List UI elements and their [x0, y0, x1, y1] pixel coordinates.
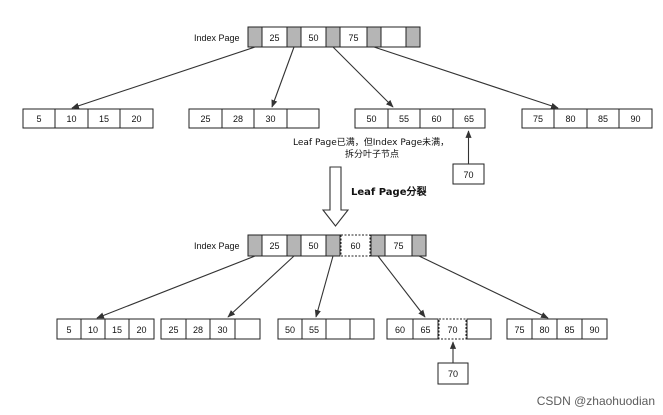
leaf-key: 15 — [99, 114, 109, 124]
leaf-cell — [581, 318, 608, 340]
index-pointer — [325, 234, 341, 257]
transition: Leaf Page分裂 — [321, 166, 426, 227]
leaf-cell — [466, 318, 492, 340]
index-pointer — [370, 234, 386, 257]
top-leaf-1: 5 10 15 20 — [22, 108, 154, 129]
top-index-page: Index Page 25 50 75 — [194, 26, 421, 48]
bottom-pointer-arrows — [96, 255, 549, 319]
index-key: 75 — [348, 33, 358, 43]
leaf-cell-inserted — [438, 318, 467, 340]
index-key-cell — [380, 26, 407, 48]
leaf-key: 25 — [168, 325, 178, 335]
bottom-leaf-4: 60 65 70 — [386, 318, 492, 340]
leaf-cell — [128, 318, 155, 340]
leaf-key: 10 — [66, 114, 76, 124]
leaf-key: 70 — [447, 325, 457, 335]
index-pointer — [247, 26, 263, 48]
leaf-key: 60 — [395, 325, 405, 335]
leaf-cell — [119, 108, 154, 129]
leaf-key: 55 — [399, 114, 409, 124]
pointer-arrow — [332, 46, 394, 108]
new-key-value: 70 — [463, 170, 473, 180]
index-key: 25 — [269, 241, 279, 251]
top-new-key: 70 — [452, 130, 485, 185]
bottom-leaf-2: 25 28 30 — [160, 318, 261, 340]
leaf-key: 80 — [539, 325, 549, 335]
split-note-line-2: 拆分叶子节点 — [345, 148, 399, 160]
leaf-cell — [234, 318, 261, 340]
leaf-key: 50 — [366, 114, 376, 124]
pointer-arrow — [96, 255, 256, 319]
leaf-key: 55 — [309, 325, 319, 335]
index-pointer — [366, 26, 382, 48]
index-key: 60 — [350, 241, 360, 251]
transition-label: Leaf Page分裂 — [351, 185, 426, 198]
leaf-key: 5 — [66, 325, 71, 335]
top-leaf-3: 50 55 60 65 — [354, 108, 486, 129]
top-pointer-arrows — [71, 46, 559, 109]
leaf-key: 5 — [36, 114, 41, 124]
index-pointer — [411, 234, 427, 257]
leaf-key: 85 — [564, 325, 574, 335]
leaf-key: 85 — [598, 114, 608, 124]
leaf-cell — [349, 318, 375, 340]
leaf-key: 60 — [431, 114, 441, 124]
down-arrow-icon — [321, 166, 350, 227]
leaf-key: 75 — [533, 114, 543, 124]
index-pointer — [286, 234, 302, 257]
pointer-arrow — [373, 46, 559, 109]
bottom-new-key: 70 — [437, 341, 469, 385]
top-leaf-2: 25 28 30 — [188, 108, 320, 129]
index-pointer — [405, 26, 421, 48]
bottom-index-label: Index Page — [194, 241, 240, 251]
leaf-key: 15 — [112, 325, 122, 335]
leaf-cell — [286, 108, 320, 129]
index-key: 50 — [308, 241, 318, 251]
new-key-value: 70 — [448, 369, 458, 379]
leaf-cell — [452, 108, 486, 129]
pointer-arrow — [227, 255, 295, 318]
leaf-key: 30 — [265, 114, 275, 124]
leaf-key: 30 — [217, 325, 227, 335]
index-key: 25 — [269, 33, 279, 43]
leaf-key: 65 — [464, 114, 474, 124]
split-note-line-1: Leaf Page已满，但Index Page未满， — [293, 136, 449, 148]
index-pointer — [325, 26, 341, 48]
pointer-arrow — [418, 255, 549, 319]
leaf-key: 50 — [285, 325, 295, 335]
leaf-cell — [325, 318, 351, 340]
leaf-key: 90 — [589, 325, 599, 335]
index-pointer — [286, 26, 302, 48]
leaf-key: 20 — [131, 114, 141, 124]
pointer-arrow — [314, 255, 334, 318]
leaf-cell — [618, 108, 653, 129]
top-leaf-4: 75 80 85 90 — [521, 108, 653, 129]
index-key: 50 — [308, 33, 318, 43]
leaf-key: 20 — [136, 325, 146, 335]
index-pointer — [247, 234, 263, 257]
index-key: 75 — [393, 241, 403, 251]
leaf-key: 28 — [233, 114, 243, 124]
leaf-key: 75 — [514, 325, 524, 335]
leaf-key: 65 — [420, 325, 430, 335]
leaf-key: 10 — [88, 325, 98, 335]
bottom-leaf-3: 50 55 — [277, 318, 375, 340]
pointer-arrow — [271, 46, 295, 108]
bottom-leaf-5: 75 80 85 90 — [506, 318, 608, 340]
pointer-arrow — [71, 46, 256, 109]
bottom-index-page: Index Page 25 50 60 75 — [194, 234, 427, 257]
index-key-cell-new — [340, 234, 371, 257]
leaf-key: 80 — [565, 114, 575, 124]
leaf-key: 25 — [200, 114, 210, 124]
leaf-key: 28 — [193, 325, 203, 335]
leaf-cell — [412, 318, 439, 340]
leaf-key: 90 — [630, 114, 640, 124]
watermark: CSDN @zhaohuodian — [537, 394, 655, 408]
top-index-label: Index Page — [194, 33, 240, 43]
pointer-arrow — [377, 255, 426, 318]
bottom-leaf-1: 5 10 15 20 — [56, 318, 155, 340]
